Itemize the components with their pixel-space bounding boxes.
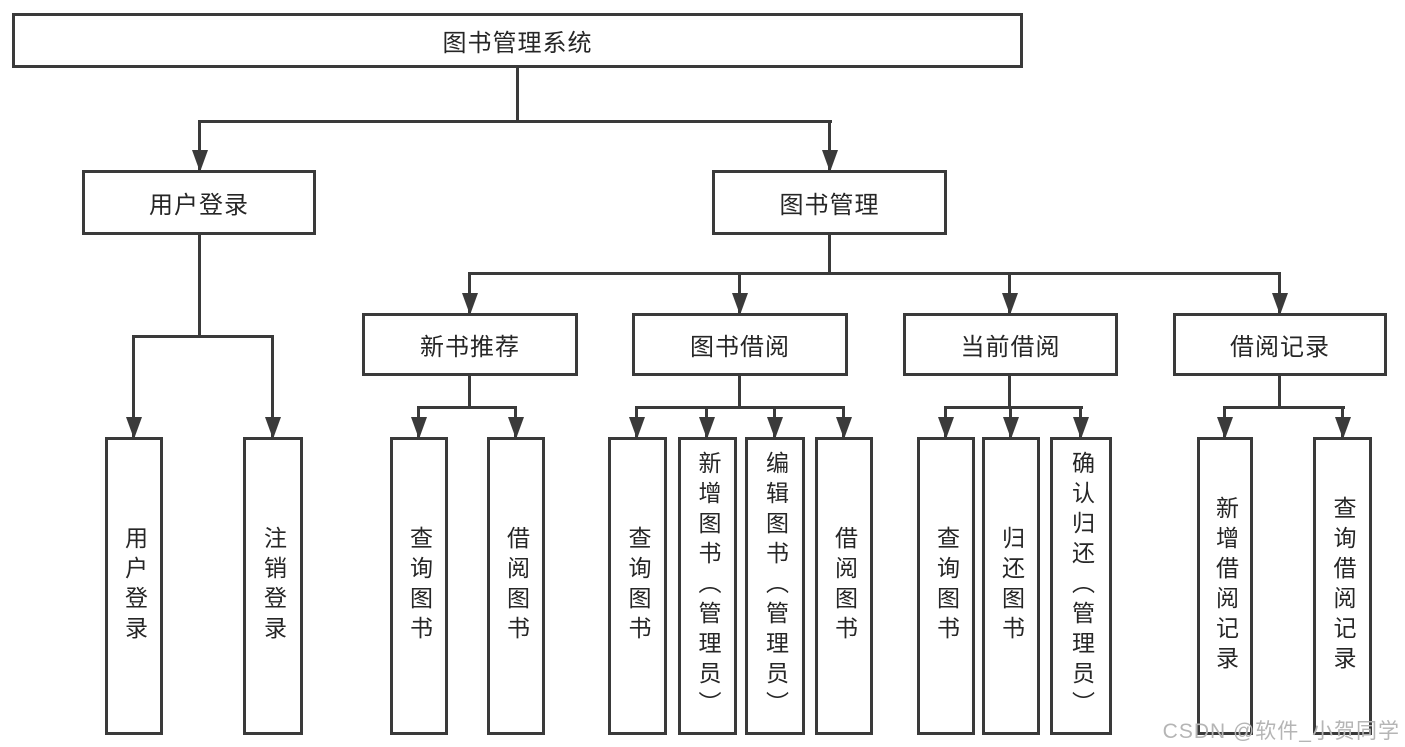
connector-arrow-to-new-book bbox=[468, 272, 471, 313]
connector-arrow-current-borrow-leaf-1 bbox=[944, 406, 947, 437]
leaf-records-query-borrow-record: 查询借阅记录 bbox=[1313, 437, 1372, 735]
connector-root-bar bbox=[198, 120, 832, 123]
connector-arrow-new-book-leaf-2 bbox=[514, 406, 517, 437]
leaf-current-confirm-return-admin: 确认归还（管理员） bbox=[1050, 437, 1112, 735]
leaf-user-login: 用户登录 bbox=[105, 437, 163, 735]
connector-arrow-new-book-leaf-1 bbox=[417, 406, 420, 437]
leaf-borrow-borrow-books: 借阅图书 bbox=[815, 437, 873, 735]
connector-arrow-to-user-login-leaf bbox=[132, 335, 135, 437]
node-book-borrowing: 图书借阅 bbox=[632, 313, 848, 376]
node-user-login: 用户登录 bbox=[82, 170, 316, 235]
connector-arrow-to-current-borrow bbox=[1008, 272, 1011, 313]
connector-records-stem bbox=[1278, 376, 1281, 406]
connector-root-stem bbox=[516, 68, 519, 120]
node-root-library-management-system: 图书管理系统 bbox=[12, 13, 1023, 68]
connector-book-management-bar bbox=[468, 272, 1281, 275]
leaf-current-query-books: 查询图书 bbox=[917, 437, 975, 735]
connector-book-borrow-bar bbox=[635, 406, 845, 409]
connector-book-borrow-stem bbox=[738, 376, 741, 406]
leaf-borrow-query-books: 查询图书 bbox=[608, 437, 667, 735]
connector-user-login-stem bbox=[198, 235, 201, 335]
connector-arrow-current-borrow-leaf-3 bbox=[1079, 406, 1082, 437]
connector-new-book-bar bbox=[417, 406, 517, 409]
leaf-current-return-books: 归还图书 bbox=[982, 437, 1040, 735]
node-new-book-recommendation: 新书推荐 bbox=[362, 313, 578, 376]
node-current-borrowing: 当前借阅 bbox=[903, 313, 1118, 376]
leaf-borrow-edit-books-admin: 编辑图书（管理员） bbox=[745, 437, 805, 735]
leaf-records-add-borrow-record: 新增借阅记录 bbox=[1197, 437, 1253, 735]
connector-arrow-to-book-management bbox=[828, 120, 831, 170]
connector-current-borrow-bar bbox=[944, 406, 1083, 409]
connector-arrow-to-borrow-records bbox=[1278, 272, 1281, 313]
connector-book-management-stem bbox=[828, 235, 831, 272]
node-book-management: 图书管理 bbox=[712, 170, 947, 235]
leaf-recommend-query-books: 查询图书 bbox=[390, 437, 448, 735]
connector-arrow-to-book-borrow bbox=[738, 272, 741, 313]
connector-current-borrow-stem bbox=[1008, 376, 1011, 406]
connector-user-login-bar bbox=[132, 335, 274, 338]
connector-arrow-records-leaf-1 bbox=[1223, 406, 1226, 437]
csdn-watermark: CSDN @软件_小贺同学 bbox=[1162, 720, 1400, 743]
connector-new-book-stem bbox=[468, 376, 471, 406]
connector-arrow-current-borrow-leaf-2 bbox=[1009, 406, 1012, 437]
connector-arrow-book-borrow-leaf-2 bbox=[705, 406, 708, 437]
leaf-recommend-borrow-books: 借阅图书 bbox=[487, 437, 545, 735]
leaf-borrow-add-books-admin: 新增图书（管理员） bbox=[678, 437, 737, 735]
connector-arrow-records-leaf-2 bbox=[1341, 406, 1344, 437]
node-borrowing-records: 借阅记录 bbox=[1173, 313, 1387, 376]
connector-records-bar bbox=[1223, 406, 1345, 409]
connector-arrow-book-borrow-leaf-3 bbox=[773, 406, 776, 437]
leaf-logout: 注销登录 bbox=[243, 437, 303, 735]
connector-arrow-to-user-login bbox=[198, 120, 201, 170]
connector-arrow-book-borrow-leaf-1 bbox=[635, 406, 638, 437]
connector-arrow-book-borrow-leaf-4 bbox=[842, 406, 845, 437]
connector-arrow-to-logout-leaf bbox=[271, 335, 274, 437]
